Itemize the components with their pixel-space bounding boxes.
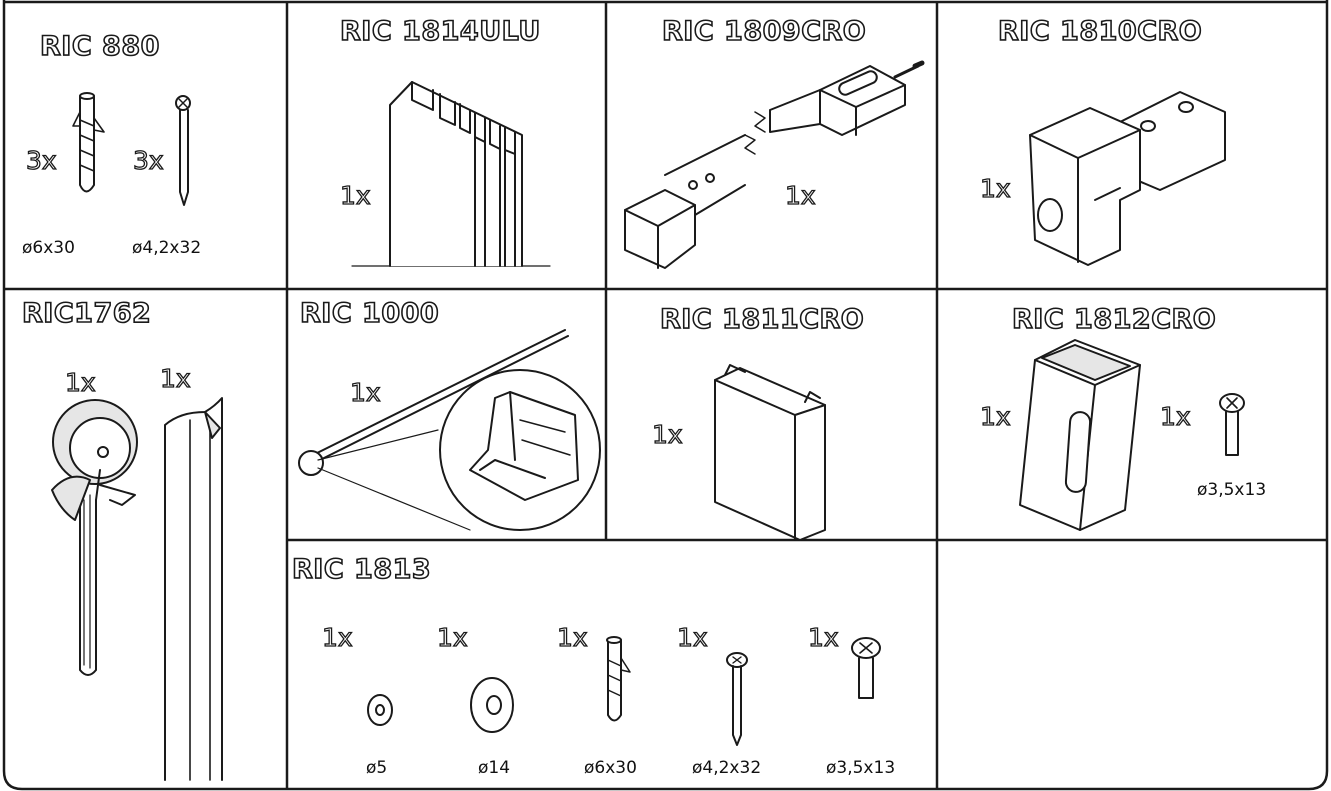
part-code-ric-1809cro: RIC 1809CRO: [661, 16, 867, 47]
wall-plug-illustration-2: [606, 636, 631, 722]
large-washer-illustration: [470, 677, 514, 733]
end-block-illustration: [1029, 91, 1226, 266]
screw-illustration: [175, 95, 191, 206]
quantity-label: 3x: [132, 146, 164, 175]
quantity-label: 1x: [784, 181, 816, 210]
dimension-label: ø6x30: [584, 758, 637, 778]
quantity-label: 1x: [349, 378, 381, 407]
dimension-label: ø6x30: [22, 238, 75, 258]
quantity-label: 1x: [556, 623, 588, 652]
hanger-wheel-illustration: [51, 399, 138, 676]
quantity-label: 1x: [979, 402, 1011, 431]
quantity-label: 1x: [1159, 402, 1191, 431]
dimension-label: ø5: [366, 758, 388, 778]
short-screw-illustration: [851, 637, 881, 699]
quantity-label: 1x: [676, 623, 708, 652]
quantity-label: 1x: [64, 368, 96, 397]
cover-cap-illustration: [714, 364, 826, 541]
part-code-ric-1810cro: RIC 1810CRO: [997, 16, 1203, 47]
dimension-label: ø14: [478, 758, 511, 778]
part-code-ric-880: RIC 880: [39, 31, 160, 62]
small-washer-illustration: [367, 694, 393, 726]
part-code-ric-1814ulu: RIC 1814ULU: [339, 16, 541, 47]
dimension-label: ø4,2x32: [132, 238, 202, 258]
quantity-label: 1x: [436, 623, 468, 652]
dimension-label: ø3,5x13: [826, 758, 896, 778]
part-code-ric1762: RIC1762: [21, 298, 152, 329]
long-screw-illustration: [726, 652, 748, 746]
glass-clamp-illustration: [1019, 339, 1141, 531]
quantity-label: 1x: [651, 420, 683, 449]
part-code-ric-1813: RIC 1813: [291, 554, 432, 585]
seal-strip-illustration: [298, 329, 601, 531]
quantity-label: 1x: [321, 623, 353, 652]
dimension-label: ø4,2x32: [692, 758, 762, 778]
small-screw-illustration: [1219, 393, 1245, 456]
part-code-ric-1811cro: RIC 1811CRO: [659, 304, 865, 335]
quantity-label: 1x: [807, 623, 839, 652]
profile-illustration: [351, 81, 551, 267]
quantity-label: 3x: [25, 146, 57, 175]
quantity-label: 1x: [159, 364, 191, 393]
dimension-label: ø3,5x13: [1197, 480, 1267, 500]
part-code-ric-1812cro: RIC 1812CRO: [1011, 304, 1217, 335]
wall-plug-illustration: [72, 92, 105, 193]
quantity-label: 1x: [979, 174, 1011, 203]
rail-illustration: [164, 397, 223, 781]
part-code-ric-1000: RIC 1000: [299, 298, 440, 329]
quantity-label: 1x: [339, 181, 371, 210]
telescopic-bar-illustration: [624, 60, 925, 269]
